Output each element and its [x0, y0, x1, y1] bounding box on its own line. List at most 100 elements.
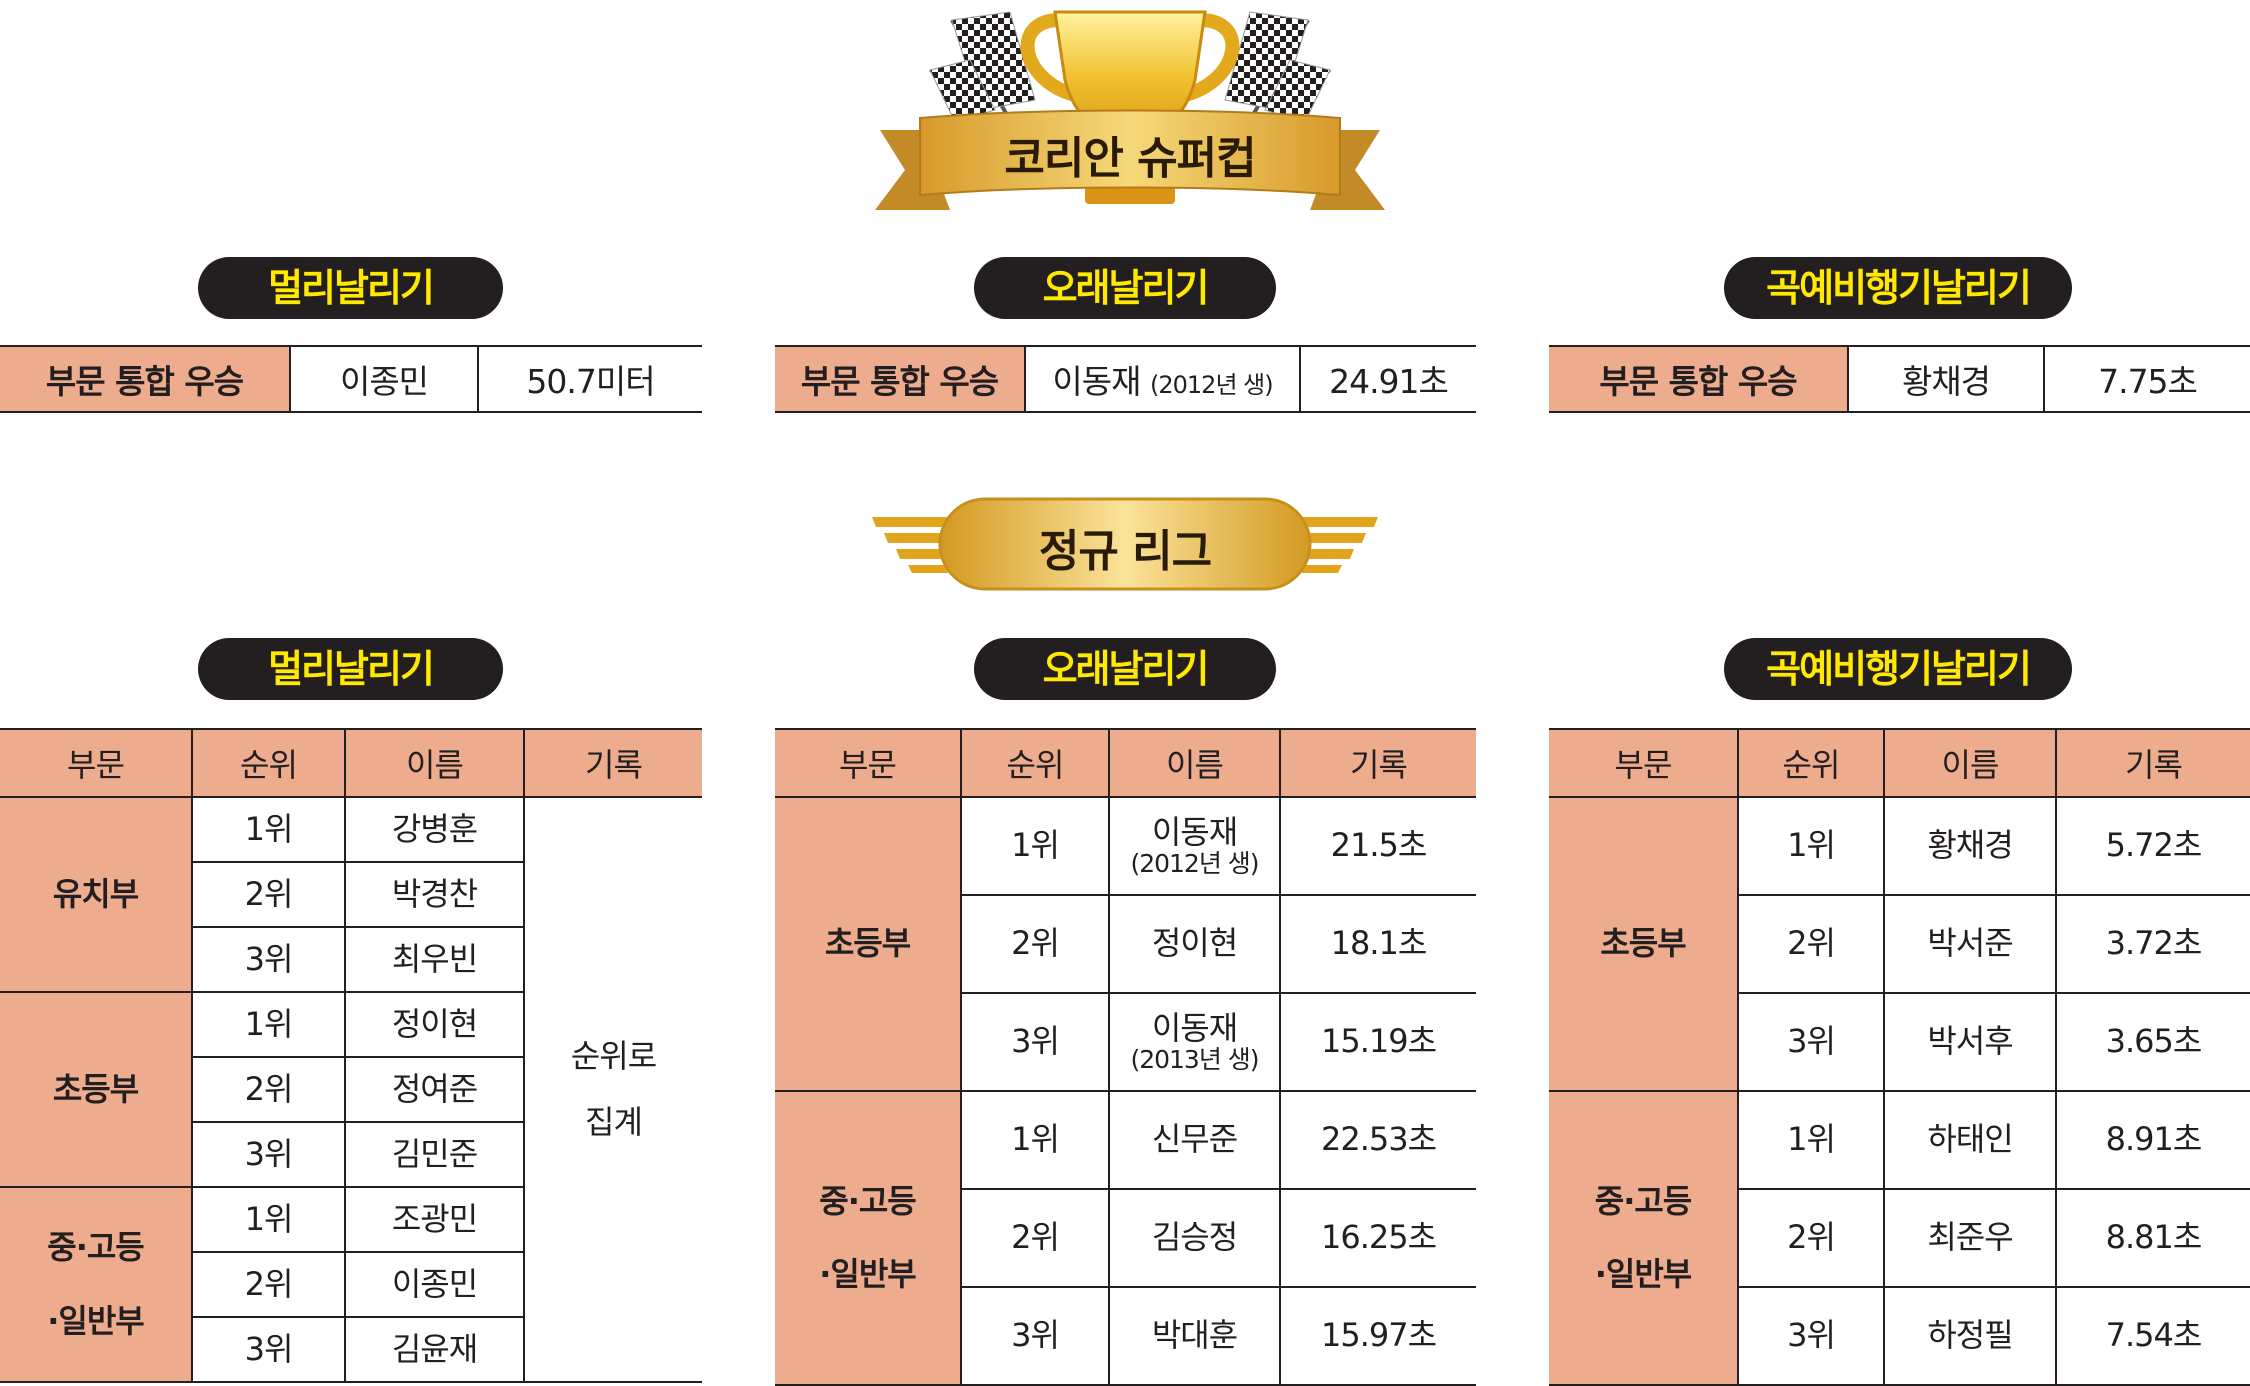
division-cell: 유치부: [0, 796, 193, 993]
champion-label: 부문 통합 우승: [1549, 346, 1848, 412]
rank-cell: 2위: [961, 1188, 1110, 1288]
league-table-duration: 부문 순위 이름 기록 초등부 1위 이동재(2012년 생) 21.5초 2위…: [775, 728, 1476, 1386]
division-label: ·일반부: [819, 1255, 916, 1293]
table-row: 초등부 1위 황채경 5.72초: [1549, 796, 2250, 1092]
champion-record: 7.75초: [2043, 346, 2250, 412]
division-label: ·일반부: [1594, 1255, 1692, 1293]
name-cell: 신무준: [1108, 1090, 1281, 1190]
name-cell: 정이현: [1108, 894, 1281, 994]
table-row: 중·고등 ·일반부 1위 하태인 8.91초: [1549, 1090, 2250, 1386]
name-cell: 이동재(2012년 생): [1108, 796, 1281, 896]
table-row: 3위 하정필 7.54초: [1549, 1286, 2250, 1385]
rank-cell: 2위: [1738, 1188, 1885, 1288]
record-cell: 7.54초: [2055, 1286, 2250, 1385]
champion-name-cell: 이동재 (2012년 생): [1024, 346, 1300, 412]
division-cell: 초등부: [1549, 796, 1739, 1092]
champion-table-distance: 부문 통합 우승 이종민 50.7미터: [0, 345, 702, 413]
table-row: 3위 김민준: [0, 1121, 702, 1188]
division-cell: 중·고등 ·일반부: [1549, 1090, 1739, 1386]
league-title: 정규 리그: [1038, 526, 1212, 577]
champion-name-note: (2012년 생): [1150, 371, 1274, 399]
event-pill-aerobatic: 곡예비행기날리기: [1724, 257, 2072, 319]
record-cell: 3.65초: [2055, 992, 2250, 1092]
col-name: 이름: [344, 729, 524, 798]
col-division: 부문: [1549, 729, 1738, 798]
champion-name: 이종민: [289, 346, 478, 412]
record-cell: 18.1초: [1279, 894, 1476, 994]
col-division: 부문: [775, 729, 961, 798]
col-rank: 순위: [191, 729, 345, 798]
champion-row: 부문 통합 우승 황채경 7.75초: [1549, 346, 2250, 412]
record-cell: 5.72초: [2055, 796, 2250, 896]
rank-cell: 1위: [960, 796, 1110, 896]
table-row: 3위 최우빈: [0, 926, 702, 993]
name-cell: 정이현: [344, 991, 524, 1058]
col-name: 이름: [1108, 729, 1280, 798]
event-pill-duration: 오래날리기: [974, 257, 1276, 319]
division-label: 중·고등: [1594, 1181, 1692, 1220]
rank-cell: 1위: [1737, 1090, 1885, 1190]
record-cell: 21.5초: [1279, 796, 1476, 896]
division-cell: 중·고등 ·일반부: [775, 1090, 962, 1386]
division-label: 초등부: [824, 924, 911, 963]
rank-cell: 3위: [192, 1121, 346, 1188]
record-cell: 22.53초: [1279, 1090, 1476, 1190]
col-name: 이름: [1883, 729, 2056, 798]
record-cell: 15.97초: [1279, 1286, 1476, 1385]
name-text: 이동재: [1151, 812, 1238, 851]
aggregate-note-line: 집계: [585, 1102, 643, 1141]
name-cell: 박대훈: [1108, 1286, 1281, 1385]
event-pill-distance: 멀리날리기: [198, 257, 503, 319]
champion-row: 부문 통합 우승 이종민 50.7미터: [0, 346, 702, 412]
rank-cell: 3위: [192, 1316, 346, 1382]
rank-cell: 3위: [961, 992, 1110, 1092]
table-row: 2위 정여준: [0, 1056, 702, 1123]
division-label: 초등부: [52, 1069, 139, 1108]
champion-name: 황채경: [1847, 346, 2044, 412]
rank-cell: 2위: [1738, 894, 1885, 994]
table-row: 2위 최준우 8.81초: [1549, 1188, 2250, 1288]
rank-cell: 3위: [192, 926, 346, 993]
name-cell: 최준우: [1883, 1188, 2057, 1288]
name-cell: 박서준: [1883, 894, 2057, 994]
name-cell: 하태인: [1883, 1090, 2057, 1190]
table-row: 초등부 1위 이동재(2012년 생) 21.5초: [775, 796, 1476, 1092]
col-rank: 순위: [960, 729, 1109, 798]
division-cell: 초등부: [775, 796, 962, 1092]
league-pill-duration: 오래날리기: [974, 638, 1276, 700]
rank-cell: 2위: [192, 1056, 346, 1123]
champion-name: 이동재: [1052, 362, 1141, 401]
name-cell: 황채경: [1883, 796, 2057, 896]
division-label: 중·고등: [47, 1228, 144, 1267]
league-table-distance: 부문 순위 이름 기록 유치부 1위 강병훈 순위로 집계 2위 박경찬 3위 …: [0, 728, 702, 1383]
header-row: 부문 순위 이름 기록: [0, 729, 702, 798]
table-row: 3위 박서후 3.65초: [1549, 992, 2250, 1092]
rank-cell: 1위: [960, 1090, 1110, 1190]
league-pill-distance: 멀리날리기: [198, 638, 503, 700]
rank-cell: 1위: [1737, 796, 1885, 896]
name-cell: 조광민: [344, 1186, 524, 1253]
table-row: 2위 김승정 16.25초: [775, 1188, 1476, 1288]
super-cup-title: 코리안 슈퍼컵: [1004, 133, 1256, 184]
col-division: 부문: [0, 729, 192, 798]
header-row: 부문 순위 이름 기록: [775, 729, 1476, 798]
name-text: 이동재: [1151, 1008, 1238, 1047]
division-label: ·일반부: [47, 1301, 144, 1340]
name-cell: 이동재(2013년 생): [1108, 992, 1281, 1092]
table-row: 2위 정이현 18.1초: [775, 894, 1476, 994]
name-cell: 강병훈: [344, 796, 525, 863]
name-cell: 김민준: [344, 1121, 524, 1188]
name-cell: 최우빈: [344, 926, 524, 993]
table-row: 중·고등 ·일반부 1위 신무준 22.53초: [775, 1090, 1476, 1386]
rank-cell: 1위: [191, 796, 346, 863]
division-cell: 중·고등 ·일반부: [0, 1186, 193, 1383]
aggregate-note-cell: 순위로 집계: [523, 796, 702, 1383]
name-cell: 박서후: [1883, 992, 2057, 1092]
rank-cell: 3위: [961, 1286, 1110, 1385]
rank-cell: 2위: [192, 1251, 346, 1318]
name-cell: 김윤재: [344, 1316, 524, 1382]
division-cell: 초등부: [0, 991, 193, 1188]
table-row: 초등부 1위 정이현: [0, 991, 702, 1188]
col-rank: 순위: [1737, 729, 1884, 798]
table-row: 중·고등 ·일반부 1위 조광민: [0, 1186, 702, 1383]
